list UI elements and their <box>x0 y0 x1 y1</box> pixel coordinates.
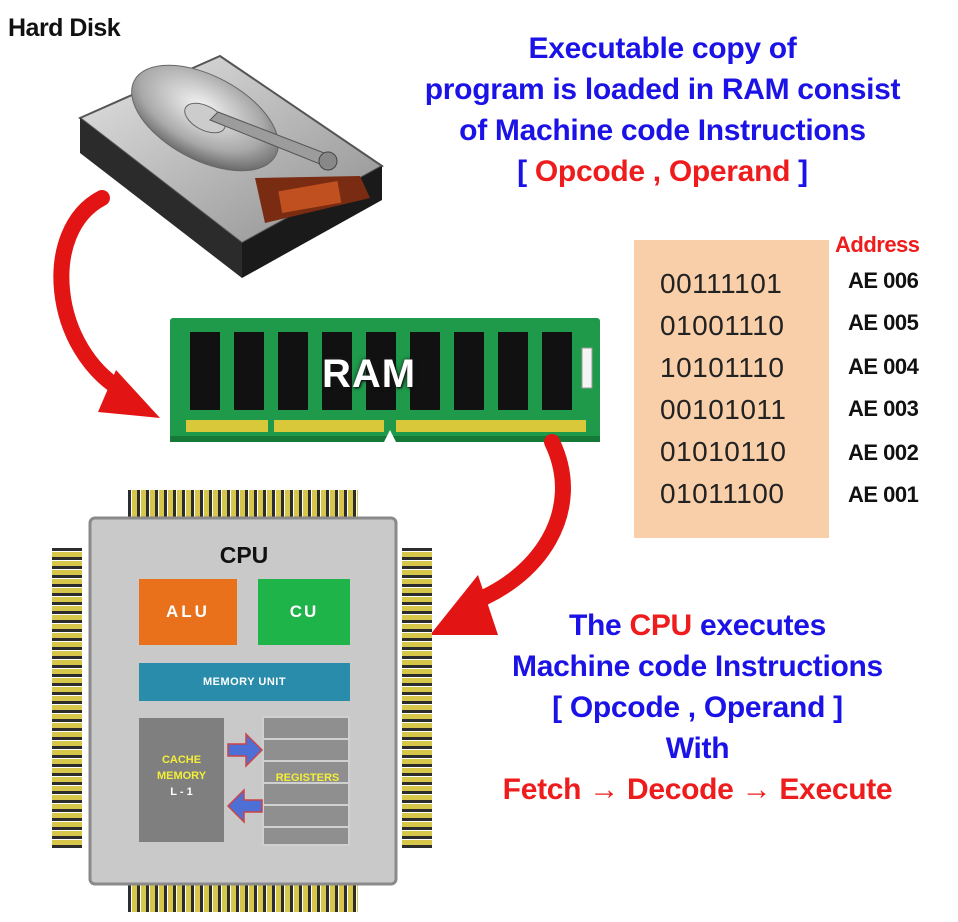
bracket-close: ] <box>798 155 808 188</box>
cache-label-line2: MEMORY <box>156 770 207 782</box>
memory-address: AE 001 <box>848 482 919 507</box>
decode-label: Decode <box>626 773 742 806</box>
bottom-caption: The CPU executes Machine code Instructio… <box>450 605 945 810</box>
memory-address: AE 005 <box>848 310 919 335</box>
cpu-title: CPU <box>219 542 269 568</box>
cache-label-line1: CACHE <box>161 754 202 766</box>
address-header: Address <box>835 232 920 257</box>
ram-label: RAM <box>322 352 417 396</box>
memory-binary-value: 00111101 <box>660 268 783 299</box>
bracket-open: [ <box>517 155 527 188</box>
top-caption-line3: of Machine code Instructions <box>459 114 866 147</box>
hard-disk-label: Hard Disk <box>8 14 121 42</box>
cu-label: CU <box>289 602 319 621</box>
caption-cpu: CPU <box>629 609 692 642</box>
hard-disk-icon <box>78 54 384 278</box>
memory-binary-value: 01010110 <box>660 436 787 467</box>
memory-binary-value: 01011100 <box>660 478 785 509</box>
ram-module-icon <box>170 318 600 442</box>
memory-contents-panel <box>634 240 829 538</box>
memory-address: AE 006 <box>848 268 919 293</box>
caption-executes: executes <box>691 609 826 642</box>
memory-binary-value: 10101110 <box>660 352 785 383</box>
cache-level-label: L - 1 <box>170 786 193 798</box>
cache-memory-label: CACHE MEMORY L - 1 <box>139 752 224 800</box>
alu-label: ALU <box>166 602 210 621</box>
fetch-decode-execute: Fetch → Decode → Execute <box>450 769 945 810</box>
cache-memory-block <box>139 718 224 842</box>
caption-machine-code: Machine code Instructions <box>512 650 883 683</box>
memory-address: AE 004 <box>848 354 919 379</box>
cu-block: CU <box>258 579 350 645</box>
memory-unit-block: MEMORY UNIT <box>139 663 350 701</box>
caption-opcode-operand: [ Opcode , Operand ] <box>552 691 843 724</box>
alu-block: ALU <box>139 579 237 645</box>
right-arrow-icon: → <box>589 773 619 806</box>
top-caption-line1: Executable copy of <box>528 32 797 65</box>
top-caption: Executable copy of program is loaded in … <box>380 28 945 192</box>
memory-binary-value: 01001110 <box>660 310 785 341</box>
memory-address: AE 002 <box>848 440 919 465</box>
memory-address: AE 003 <box>848 396 919 421</box>
registers-label: REGISTERS <box>275 772 340 784</box>
caption-with: With <box>665 732 730 765</box>
fetch-label: Fetch <box>502 773 582 806</box>
memory-binary-value: 00101011 <box>660 394 787 425</box>
opcode-operand-text: Opcode , Operand <box>526 155 799 188</box>
caption-the: The <box>569 609 630 642</box>
right-arrow-icon: → <box>741 773 772 806</box>
memory-unit-label: MEMORY UNIT <box>202 676 287 688</box>
execute-arrow-icon <box>430 434 571 635</box>
top-caption-line2: program is loaded in RAM consist <box>424 73 901 106</box>
load-arrow-icon <box>53 190 160 418</box>
execute-label: Execute <box>779 773 893 806</box>
